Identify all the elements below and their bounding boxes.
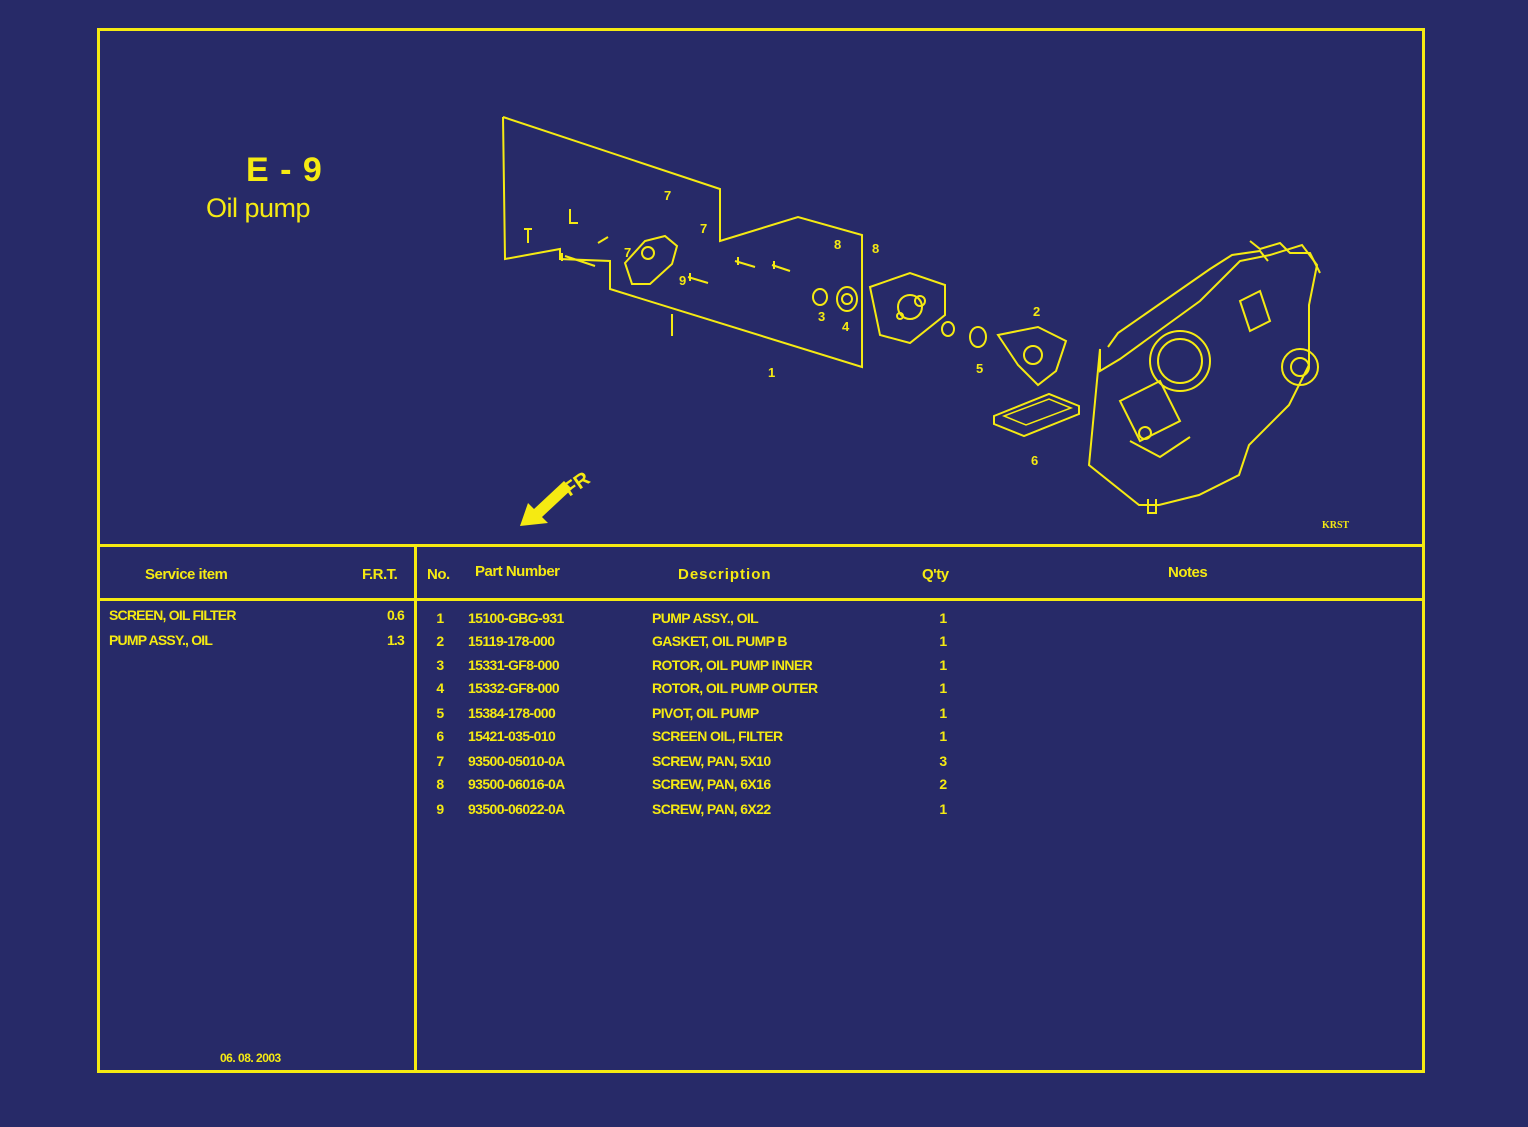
diagram-code: E - 9 <box>246 151 323 189</box>
part-qty: 1 <box>939 680 947 696</box>
part-qty: 1 <box>939 610 947 626</box>
header-service-item: Service item <box>145 566 228 583</box>
part-description: SCREW, PAN, 6X22 <box>652 801 771 817</box>
header-qty: Q'ty <box>922 566 949 583</box>
part-no: 2 <box>436 633 444 649</box>
screw-8a <box>734 257 756 268</box>
service-item-name: SCREEN, OIL FILTER <box>109 607 236 623</box>
inner-rotor <box>812 288 828 306</box>
header-frt: F.R.T. <box>362 566 398 583</box>
oil-screen-filter <box>993 392 1080 438</box>
exploded-parts-diagram: 7 7 7 9 8 8 3 4 1 2 5 6 FR <box>502 116 1321 526</box>
part-qty: 1 <box>939 633 947 649</box>
screw-7b <box>569 209 578 224</box>
callout-8b: 8 <box>872 241 879 256</box>
part-number: 15119-178-000 <box>468 633 555 649</box>
callout-1: 1 <box>768 365 775 380</box>
part-qty: 1 <box>939 705 947 721</box>
callout-4: 4 <box>842 319 850 334</box>
part-qty: 2 <box>939 776 947 792</box>
parts-sheet-frame: E - 9 Oil pump <box>97 28 1425 1073</box>
part-description: PUMP ASSY., OIL <box>652 610 759 626</box>
part-description: ROTOR, OIL PUMP INNER <box>652 657 813 673</box>
part-row: 1 15100-GBG-931 PUMP ASSY., OIL 1 <box>430 610 990 630</box>
callout-5: 5 <box>976 361 983 376</box>
dowel-pin <box>687 273 709 284</box>
screw-9 <box>561 253 596 267</box>
screw-7a <box>524 228 532 243</box>
front-direction-arrow: FR <box>520 467 595 526</box>
part-description: PIVOT, OIL PUMP <box>652 705 759 721</box>
callout-3: 3 <box>818 309 825 324</box>
callout-7c: 7 <box>700 221 707 236</box>
part-number: 93500-06022-0A <box>468 801 565 817</box>
callout-7a: 7 <box>624 245 631 260</box>
service-item-name: PUMP ASSY., OIL <box>109 632 213 648</box>
part-row: 6 15421-035-010 SCREEN OIL, FILTER 1 <box>430 728 990 748</box>
part-row: 9 93500-06022-0A SCREW, PAN, 6X22 1 <box>430 801 990 821</box>
part-qty: 3 <box>939 753 947 769</box>
header-notes: Notes <box>1168 564 1208 581</box>
service-item-frt: 1.3 <box>386 632 405 648</box>
header-description: Description <box>678 566 772 583</box>
callout-7b: 7 <box>664 188 671 203</box>
service-item-frt: 0.6 <box>386 607 405 623</box>
part-no: 3 <box>436 657 444 673</box>
drawing-code: KRST <box>1322 520 1350 531</box>
part-description: ROTOR, OIL PUMP OUTER <box>652 680 818 696</box>
part-number: 93500-05010-0A <box>468 753 565 769</box>
header-no: No. <box>427 566 450 583</box>
part-qty: 1 <box>939 728 947 744</box>
part-description: SCREW, PAN, 6X16 <box>652 776 771 792</box>
sheet-date: 06. 08. 2003 <box>220 1051 281 1065</box>
outer-rotor <box>836 286 858 312</box>
part-no: 4 <box>436 680 444 696</box>
header-bottom-divider <box>100 598 1422 601</box>
service-item-row: SCREEN, OIL FILTER 0.6 <box>109 607 405 623</box>
part-no: 6 <box>436 728 444 744</box>
service-parts-divider <box>414 544 417 1070</box>
part-number: 15332-GF8-000 <box>468 680 560 696</box>
part-number: 15331-GF8-000 <box>468 657 560 673</box>
part-no: 5 <box>436 705 444 721</box>
part-row: 4 15332-GF8-000 ROTOR, OIL PUMP OUTER 1 <box>430 680 990 700</box>
callout-9: 9 <box>679 273 686 288</box>
part-description: SCREW, PAN, 5X10 <box>652 753 771 769</box>
part-number: 15384-178-000 <box>468 705 556 721</box>
service-item-row: PUMP ASSY., OIL 1.3 <box>109 632 405 648</box>
table-top-divider <box>100 544 1422 547</box>
part-number: 15421-035-010 <box>468 728 556 744</box>
callout-6: 6 <box>1031 453 1038 468</box>
diagram-title: Oil pump <box>206 193 311 223</box>
part-row: 3 15331-GF8-000 ROTOR, OIL PUMP INNER 1 <box>430 657 990 677</box>
part-no: 1 <box>436 610 444 626</box>
header-part-number: Part Number <box>475 563 560 580</box>
callout-8a: 8 <box>834 237 841 252</box>
part-row: 5 15384-178-000 PIVOT, OIL PUMP 1 <box>430 705 990 725</box>
part-description: SCREEN OIL, FILTER <box>652 728 783 744</box>
screw-7c <box>597 236 609 244</box>
part-no: 8 <box>436 776 444 792</box>
part-no: 9 <box>436 801 444 817</box>
pump-assembly-outline <box>502 116 863 369</box>
part-qty: 1 <box>939 801 947 817</box>
screw-8b <box>771 261 791 272</box>
gasket-shape <box>996 325 1068 387</box>
pump-cover-shape <box>623 234 679 285</box>
part-row: 8 93500-06016-0A SCREW, PAN, 6X16 2 <box>430 776 990 796</box>
part-row: 7 93500-05010-0A SCREW, PAN, 5X10 3 <box>430 753 990 773</box>
pump-body-shape <box>868 271 946 345</box>
part-row: 2 15119-178-000 GASKET, OIL PUMP B 1 <box>430 633 990 653</box>
part-number: 93500-06016-0A <box>468 776 565 792</box>
part-no: 7 <box>436 753 444 769</box>
part-number: 15100-GBG-931 <box>468 610 564 626</box>
callout-2: 2 <box>1033 304 1040 319</box>
part-description: GASKET, OIL PUMP B <box>652 633 788 649</box>
fr-label: FR <box>560 467 595 501</box>
part-qty: 1 <box>939 657 947 673</box>
